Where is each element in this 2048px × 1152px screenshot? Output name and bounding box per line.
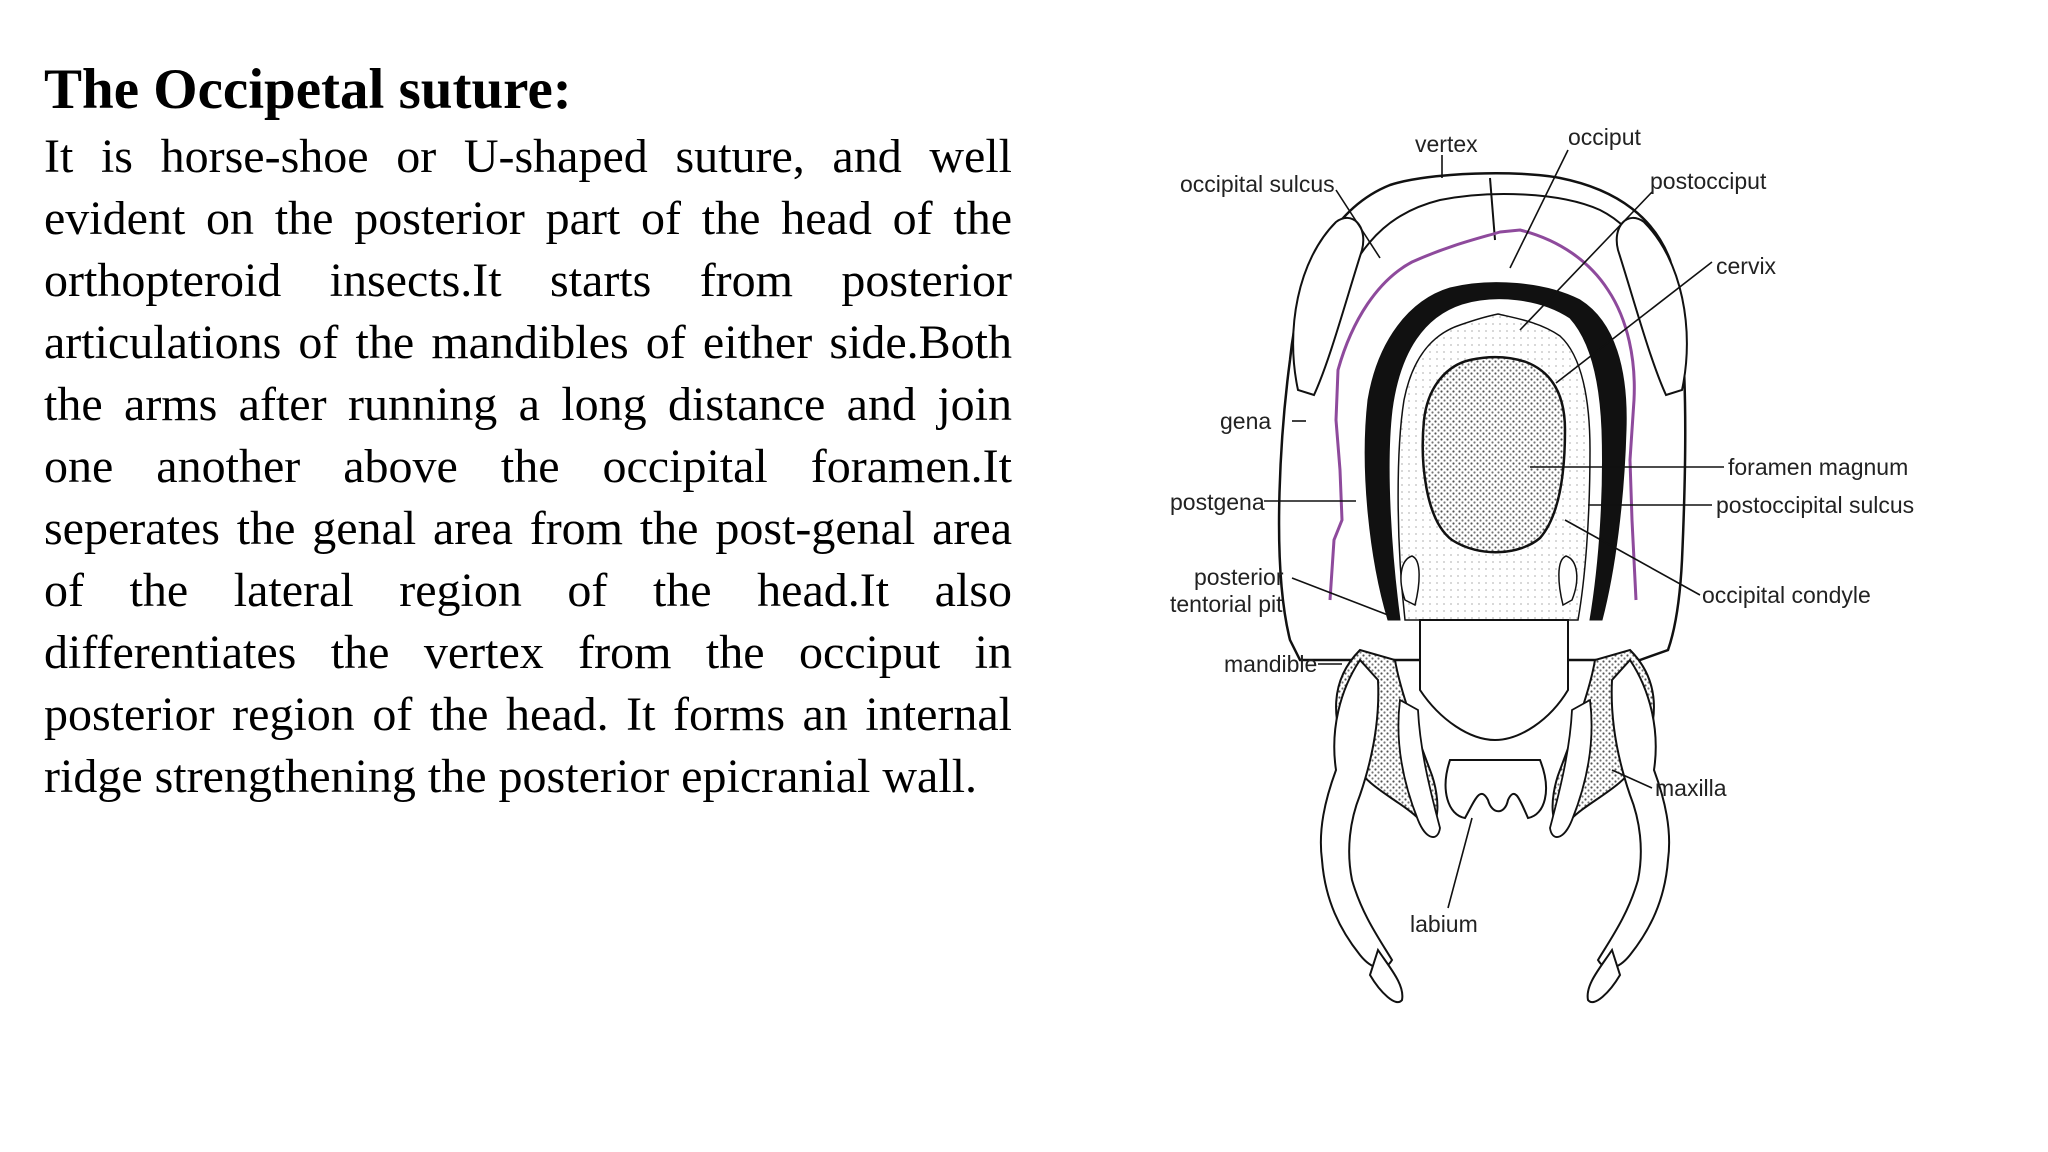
left-labial-palp (1397, 698, 1441, 838)
leader-maxilla (1611, 769, 1653, 789)
leader-occipital-condyle (1564, 519, 1701, 596)
label-mandible: mandible (1224, 651, 1317, 677)
left-occipital-condyle (1400, 555, 1420, 607)
occipital-suture-highlight (1328, 228, 1638, 601)
label-posterior: posterior (1194, 564, 1284, 590)
neck-base (1419, 619, 1569, 742)
leader-occipital-sulcus (1335, 189, 1381, 259)
label-occipital-condyle: occipital condyle (1702, 582, 1871, 608)
label-labium: labium (1410, 911, 1478, 937)
label-postoccipital-sulcus: postoccipital sulcus (1716, 492, 1914, 518)
label-foramen-magnum: foramen magnum (1728, 454, 1908, 480)
label-cervix: cervix (1716, 253, 1777, 279)
vertex-line (1489, 177, 1496, 241)
label-postocciput: postocciput (1650, 168, 1767, 194)
right-occipital-condyle (1558, 555, 1578, 607)
label-maxilla: maxilla (1655, 775, 1727, 801)
label-gena: gena (1220, 408, 1271, 434)
slide-body-text: It is horse-shoe or U-shaped suture, and… (44, 130, 1012, 803)
label-tentorial-pit: tentorial pit (1170, 591, 1283, 617)
label-occiput: occiput (1568, 124, 1641, 150)
right-palp-tip (1586, 947, 1622, 1003)
leader-occiput (1509, 149, 1569, 269)
label-occipital-sulcus: occipital sulcus (1180, 171, 1335, 197)
postoccipital-ridge (1364, 282, 1627, 621)
leader-postocciput (1519, 191, 1653, 331)
label-postgena: postgena (1170, 489, 1265, 515)
leader-cervix (1555, 261, 1713, 384)
labium-shape (1444, 759, 1547, 820)
foramen-magnum (1421, 356, 1567, 554)
right-labial-palp (1549, 698, 1593, 838)
slide-title: The Occipetal suture: (44, 58, 572, 121)
insect-head-diagram: vertex occiput occipital sulcus postocci… (1150, 112, 1950, 1012)
left-palp-tip (1368, 947, 1404, 1003)
leader-labium (1447, 817, 1473, 909)
label-vertex: vertex (1415, 131, 1478, 157)
leader-posterior-tentorial-pit (1291, 577, 1389, 616)
